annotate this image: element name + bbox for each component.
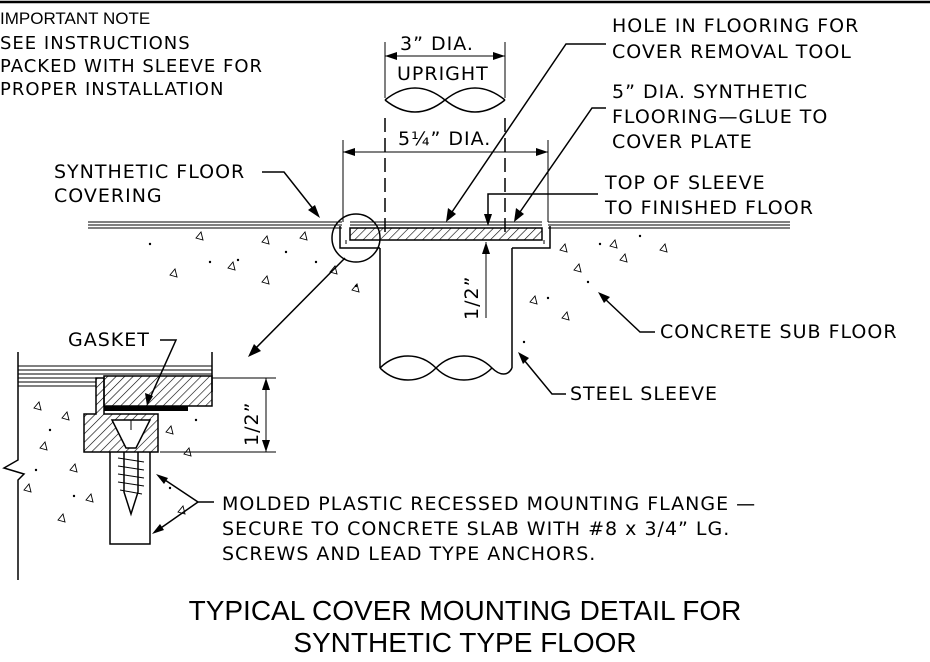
flange-leader-2 bbox=[157, 501, 199, 531]
flange-label-2: SECURE TO CONCRETE SLAB WITH #8 x 3/4” L… bbox=[222, 518, 730, 540]
dim-3-arrow-left bbox=[385, 52, 397, 60]
gasket-label: GASKET bbox=[68, 329, 150, 351]
top-sleeve-label-1: TOP OF SLEEVE bbox=[604, 172, 766, 194]
synthetic5-leader bbox=[519, 107, 606, 213]
top-sleeve-leader bbox=[487, 193, 598, 218]
cover-plate bbox=[349, 227, 543, 241]
top-sleeve-label-2: TO FINISHED FLOOR bbox=[604, 197, 814, 219]
detail-dim-label: 1/2” bbox=[241, 402, 263, 446]
detail-dim-arrow-bot bbox=[262, 440, 270, 452]
concrete-specks-main bbox=[148, 231, 668, 344]
concrete-leader-arrow bbox=[598, 292, 610, 303]
gasket-leader-arrow bbox=[145, 393, 153, 406]
detail-gasket bbox=[104, 406, 188, 411]
steel-sleeve-label: STEEL SLEEVE bbox=[570, 383, 718, 405]
hole-label-2: COVER REMOVAL TOOL bbox=[612, 41, 852, 63]
detail-screw-head bbox=[110, 419, 152, 449]
top-sleeve-leader-arrow bbox=[484, 214, 492, 226]
synthetic5-label-3: COVER PLATE bbox=[612, 131, 753, 153]
note-line-2: PACKED WITH SLEEVE FOR bbox=[0, 56, 263, 77]
flange-leader-arrow-2 bbox=[152, 524, 164, 534]
hole-leader-arrow bbox=[446, 208, 456, 222]
flange-leader-arrow-1 bbox=[156, 474, 168, 484]
note-line-3: PROPER INSTALLATION bbox=[0, 79, 224, 100]
dim-3-arrow-right bbox=[493, 52, 505, 60]
detail-break-line bbox=[2, 392, 26, 580]
dim-5q-label: 5¼” DIA. bbox=[398, 128, 491, 150]
note-line-1: SEE INSTRUCTIONS bbox=[0, 33, 191, 54]
steel-sleeve-leader bbox=[523, 359, 566, 395]
sleeve-break bbox=[379, 355, 513, 381]
detail-leader bbox=[253, 257, 346, 351]
flange-label-1: MOLDED PLASTIC RECESSED MOUNTING FLANGE … bbox=[222, 493, 756, 515]
important-note: IMPORTANT NOTE SEE INSTRUCTIONS PACKED W… bbox=[0, 9, 263, 100]
detail-circle bbox=[331, 213, 381, 263]
gasket-leader bbox=[149, 339, 178, 399]
flange-left bbox=[339, 226, 380, 249]
detail-screw-thread bbox=[117, 457, 145, 495]
upright-break-line-2 bbox=[384, 87, 506, 113]
synthetic5-label-1: 5” DIA. SYNTHETIC bbox=[612, 81, 808, 103]
floor-covering-label-2: COVERING bbox=[54, 185, 163, 207]
detail-dim-arrow-top bbox=[262, 378, 270, 390]
detail-section: GASKET 1/2” bbox=[2, 329, 276, 580]
detail-leader-arrow bbox=[248, 344, 261, 357]
hole-label-1: HOLE IN FLOORING FOR bbox=[612, 15, 859, 37]
title-line-1: TYPICAL COVER MOUNTING DETAIL FOR bbox=[189, 595, 742, 626]
hole-leader bbox=[451, 43, 606, 213]
flange-label-3: SCREWS AND LEAD TYPE ANCHORS. bbox=[222, 543, 596, 565]
flange-leader bbox=[161, 477, 214, 503]
floor-covering-leader-arrow bbox=[308, 205, 320, 218]
detail-screw-body bbox=[123, 452, 139, 517]
synthetic5-leader-arrow bbox=[514, 208, 524, 222]
main-section: 3” DIA. UPRIGHT 5¼” DIA. HOLE IN FLOORIN… bbox=[54, 15, 898, 405]
dim-5q-arrow-left bbox=[343, 148, 355, 156]
upright-label: UPRIGHT bbox=[397, 63, 489, 85]
dim-3-label: 3” DIA. bbox=[400, 33, 474, 55]
floor-covering-leader bbox=[262, 171, 315, 211]
dim-5q-arrow-right bbox=[536, 148, 548, 156]
note-title: IMPORTANT NOTE bbox=[0, 9, 150, 28]
floor-covering-label-1: SYNTHETIC FLOOR bbox=[54, 161, 245, 183]
concrete-label: CONCRETE SUB FLOOR bbox=[660, 321, 898, 343]
sleeve-break-2 bbox=[379, 355, 493, 381]
dim-half-arrow bbox=[482, 242, 490, 254]
flange-right bbox=[512, 226, 551, 249]
dim-half-label: 1/2” bbox=[461, 276, 483, 320]
synthetic5-label-2: FLOORING—GLUE TO bbox=[612, 106, 828, 128]
detail-anchor bbox=[109, 452, 151, 545]
title-line-2: SYNTHETIC TYPE FLOOR bbox=[293, 627, 636, 658]
concrete-leader bbox=[603, 297, 655, 333]
steel-sleeve-leader-arrow bbox=[518, 352, 529, 364]
